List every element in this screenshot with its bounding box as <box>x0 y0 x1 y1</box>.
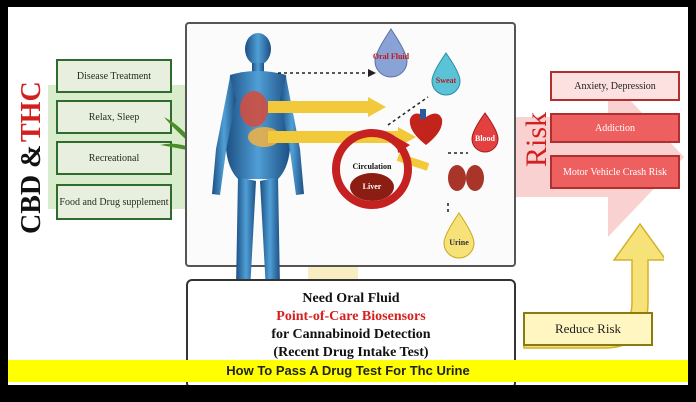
risk-box-addiction: Addiction <box>550 113 680 143</box>
blood-drop-icon: Blood <box>471 112 499 153</box>
risk-title-svg: Risk <box>520 112 553 167</box>
urine-drop-icon: Urine <box>443 212 475 259</box>
bottom-line-2: Point-of-Care Biosensors <box>276 309 426 324</box>
risk-item-label: Anxiety, Depression <box>574 80 656 92</box>
liver-icon <box>350 173 394 201</box>
caption-bar: How To Pass A Drug Test For Thc Urine <box>8 360 688 382</box>
risk-title: Risk <box>516 79 556 199</box>
use-label: Food and Drug supplement <box>59 196 169 208</box>
cbd-text: CBD <box>16 175 47 234</box>
risk-text: Risk <box>520 112 553 167</box>
blood-label: Blood <box>475 134 496 143</box>
diagram-frame: CBD & THC Disease Treatment Relax, Sleep… <box>8 7 688 385</box>
circulation-loop: Circulation Liver <box>332 129 412 209</box>
risk-item-label: Addiction <box>595 122 635 134</box>
bottom-line-3: for Cannabinoid Detection <box>271 327 431 342</box>
sweat-drop-icon: Sweat <box>431 52 461 96</box>
urine-label: Urine <box>449 238 469 247</box>
use-label: Relax, Sleep <box>88 111 140 123</box>
use-box-disease: Disease Treatment <box>56 59 172 93</box>
bottom-line-4: (Recent Drug Intake Test) <box>273 345 429 360</box>
reduce-risk-label: Reduce Risk <box>554 321 622 336</box>
dashed-connectors <box>278 69 468 215</box>
bottom-line-1: Need Oral Fluid <box>302 291 400 306</box>
cbd-thc-title-svg: CBD & THC <box>16 81 47 234</box>
use-box-recreational: Recreational <box>56 141 172 175</box>
kidney-icon <box>448 165 484 191</box>
risk-box-crash: Motor Vehicle Crash Risk <box>550 155 680 189</box>
use-box-supplement: Food and Drug supplement <box>56 184 172 220</box>
human-body-figure <box>212 33 304 291</box>
use-label: Recreational <box>88 152 140 164</box>
use-label: Disease Treatment <box>76 70 152 82</box>
risk-box-anxiety: Anxiety, Depression <box>550 71 680 101</box>
oral-fluid-drop-icon: Oral Fluid <box>373 28 410 78</box>
amp-text: & <box>16 145 47 168</box>
oral-fluid-label: Oral Fluid <box>373 52 410 61</box>
heart-icon <box>409 109 443 145</box>
use-box-relax: Relax, Sleep <box>56 100 172 134</box>
liver-label: Liver <box>363 182 382 191</box>
sweat-label: Sweat <box>436 76 457 85</box>
circulation-label: Circulation <box>353 162 393 171</box>
reduce-risk-box: Reduce Risk <box>523 312 653 346</box>
cbd-thc-title: CBD & THC <box>10 69 54 239</box>
risk-item-label: Motor Vehicle Crash Risk <box>563 166 667 178</box>
thc-text: THC <box>16 81 47 142</box>
